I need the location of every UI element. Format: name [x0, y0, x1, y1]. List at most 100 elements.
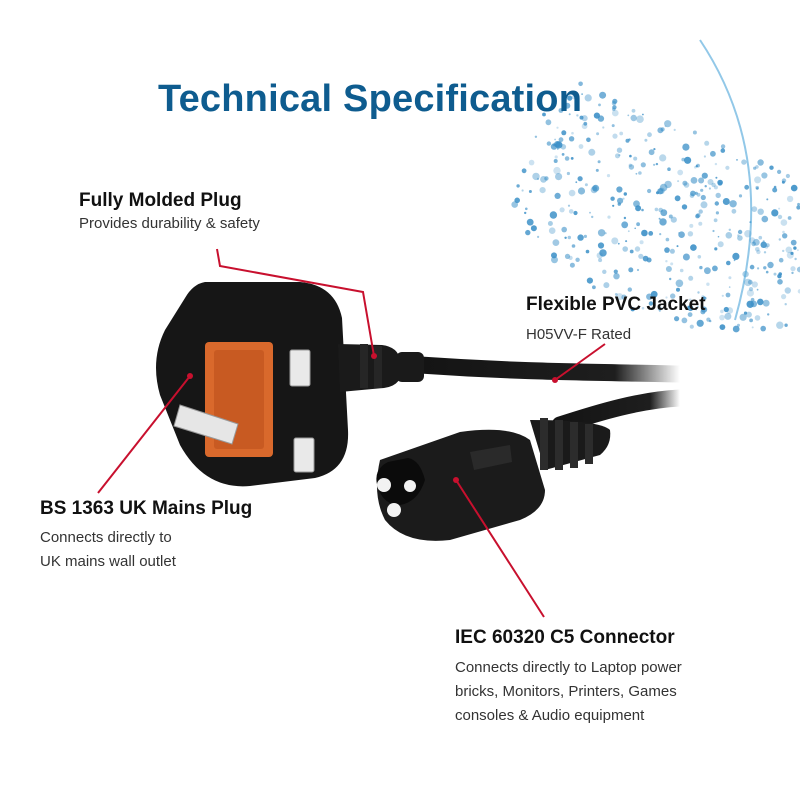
globe-dot — [648, 231, 654, 236]
globe-dot — [797, 289, 800, 294]
globe-dot — [623, 216, 627, 220]
callout-description-bs-plug-line-2: UK mains wall outlet — [40, 553, 176, 570]
globe-dot — [707, 179, 714, 185]
globe-dot — [558, 108, 564, 113]
globe-dot — [714, 201, 719, 206]
globe-dot — [721, 294, 724, 297]
globe-dot — [698, 209, 703, 214]
globe-dot — [781, 294, 787, 300]
globe-dot — [593, 112, 601, 119]
globe-dot — [555, 141, 563, 149]
globe-dot — [628, 138, 631, 141]
globe-dot — [689, 324, 694, 329]
globe-dot — [702, 296, 706, 300]
globe-dot — [723, 306, 729, 313]
callout-heading-molded-plug: Fully Molded Plug — [79, 190, 242, 211]
globe-dot — [762, 299, 770, 307]
uk-plug-icon — [156, 282, 424, 487]
globe-dot — [654, 207, 659, 212]
globe-dot — [669, 277, 672, 281]
globe-dot — [525, 207, 528, 211]
globe-dot — [720, 309, 724, 314]
callout-dot-molded — [371, 353, 377, 359]
globe-dot — [665, 237, 670, 242]
globe-dot — [725, 292, 731, 298]
globe-dot — [650, 290, 658, 298]
globe-dot — [628, 164, 635, 170]
globe-dot — [687, 231, 694, 237]
globe-dot — [599, 249, 607, 257]
globe-dot — [570, 157, 574, 160]
globe-dot — [688, 298, 692, 302]
globe-dot — [713, 218, 718, 223]
globe-dot — [669, 248, 675, 254]
globe-dot — [646, 293, 653, 300]
globe-dot — [554, 192, 561, 199]
globe-dot — [659, 218, 667, 226]
globe-dot — [758, 235, 763, 240]
globe-dot — [696, 319, 704, 327]
globe-dot — [611, 101, 617, 106]
globe-dot — [761, 215, 769, 223]
globe-dot — [678, 231, 685, 238]
globe-dot — [566, 171, 571, 176]
globe-dot — [644, 138, 648, 142]
globe-dot — [778, 257, 784, 263]
globe-dot — [767, 261, 774, 269]
callout-lines — [97, 248, 606, 618]
globe-dot — [665, 260, 668, 263]
globe-dot — [606, 174, 611, 178]
globe-dot — [696, 192, 701, 197]
globe-dot — [616, 293, 624, 301]
globe-dot — [610, 196, 615, 201]
globe-dot — [639, 240, 644, 245]
globe-dot — [581, 115, 588, 122]
globe-dot — [679, 268, 684, 273]
globe-dot — [537, 235, 540, 238]
globe-dot — [607, 215, 611, 219]
globe-dot — [704, 267, 711, 275]
globe-dot — [554, 138, 556, 141]
globe-dot — [754, 176, 762, 184]
globe-dot — [658, 310, 661, 312]
callout-dot-pvc — [552, 377, 558, 383]
globe-dot — [746, 289, 755, 297]
globe-dot — [728, 286, 731, 288]
globe-dot — [658, 217, 661, 220]
globe-dot — [571, 244, 576, 248]
c5-connector-icon — [376, 418, 611, 541]
globe-dot — [553, 159, 558, 163]
globe-dot — [704, 140, 710, 146]
globe-dot — [692, 130, 697, 135]
globe-dot — [647, 188, 652, 194]
globe-dot — [546, 141, 552, 146]
globe-dot — [634, 246, 641, 252]
globe-dot — [777, 214, 783, 220]
globe-dot — [615, 153, 620, 159]
globe-dot — [712, 265, 718, 272]
globe-dot — [621, 221, 629, 229]
globe-dot — [569, 262, 575, 268]
globe-dot — [690, 177, 698, 184]
globe-dot — [737, 229, 743, 235]
callout-heading-bs-plug: BS 1363 UK Mains Plug — [40, 498, 253, 519]
globe-dot — [627, 114, 630, 117]
globe-dot — [568, 209, 574, 214]
globe-dot — [616, 186, 623, 193]
globe-dot — [687, 312, 693, 317]
globe-dot — [539, 187, 546, 194]
globe-dot — [664, 125, 667, 128]
globe-dot — [638, 307, 640, 310]
globe-dot — [722, 198, 730, 205]
globe-dot — [755, 247, 760, 252]
globe-dot — [524, 211, 527, 215]
globe-dot — [634, 227, 636, 230]
globe-dot — [763, 251, 767, 254]
callout-line-pvc — [554, 343, 606, 381]
globe-dot — [757, 208, 764, 215]
globe-dot — [731, 208, 737, 214]
globe-dot — [676, 287, 680, 292]
globe-dot — [713, 185, 718, 190]
globe-dot — [771, 209, 779, 217]
